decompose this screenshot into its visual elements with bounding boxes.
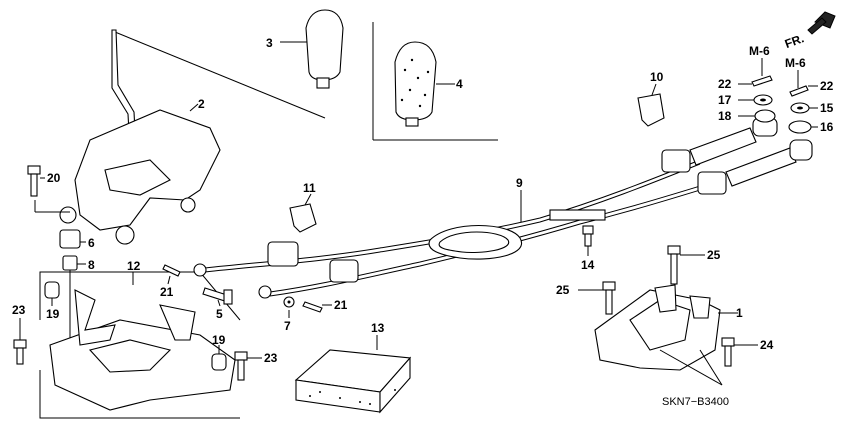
callout-24: 24 bbox=[760, 338, 774, 352]
cable-clip-11 bbox=[289, 203, 317, 233]
grommet-19b bbox=[211, 353, 227, 371]
callout-25b: 25 bbox=[556, 283, 570, 297]
bolt-20 bbox=[27, 165, 41, 197]
pin-5 bbox=[202, 287, 233, 305]
bolt-14 bbox=[582, 225, 594, 247]
callout-19b: 19 bbox=[212, 333, 226, 347]
cotter-pin-21b bbox=[302, 301, 323, 313]
callout-17: 17 bbox=[718, 93, 732, 107]
bushing-6 bbox=[59, 229, 81, 249]
cable-clip-10 bbox=[637, 93, 665, 127]
callout-m6a: M-6 bbox=[749, 44, 770, 58]
shift-knob bbox=[305, 9, 344, 89]
bolt-25a bbox=[667, 245, 681, 285]
shift-lever-assembly bbox=[59, 29, 221, 245]
callout-6: 6 bbox=[88, 236, 95, 250]
callout-7: 7 bbox=[284, 319, 291, 333]
callout-1: 1 bbox=[736, 306, 743, 320]
front-direction-arrow: FR. bbox=[783, 11, 836, 51]
diagram-code: SKN7−B3400 bbox=[662, 396, 729, 408]
washer-15 bbox=[790, 102, 810, 114]
bushing-18 bbox=[754, 109, 776, 123]
callout-12: 12 bbox=[127, 259, 141, 273]
callout-10: 10 bbox=[650, 70, 664, 84]
cotter-pin-21a bbox=[162, 264, 181, 277]
callout-19a: 19 bbox=[46, 307, 60, 321]
callout-4: 4 bbox=[456, 77, 463, 91]
knob-inset-frame bbox=[372, 22, 498, 141]
callout-13: 13 bbox=[371, 321, 385, 335]
callout-22b: 22 bbox=[820, 79, 834, 93]
callout-25a: 25 bbox=[707, 248, 721, 262]
callout-23b: 23 bbox=[264, 351, 278, 365]
clip-22a bbox=[751, 75, 773, 87]
callout-21b: 21 bbox=[334, 298, 348, 312]
callout-16: 16 bbox=[820, 120, 834, 134]
callout-3: 3 bbox=[266, 36, 273, 50]
bolt-23b bbox=[234, 351, 248, 381]
callout-15: 15 bbox=[820, 101, 834, 115]
callout-22a: 22 bbox=[718, 77, 732, 91]
callout-m6b: M-6 bbox=[785, 56, 806, 70]
bolt-23a bbox=[13, 339, 27, 365]
bolt-24 bbox=[721, 337, 735, 367]
callout-2: 2 bbox=[198, 97, 205, 111]
mounting-bracket bbox=[49, 289, 236, 411]
washer-17 bbox=[753, 94, 773, 106]
bolt-25b bbox=[602, 281, 616, 315]
cable-base-bracket bbox=[594, 284, 721, 371]
collar-8 bbox=[62, 255, 78, 271]
callout-9: 9 bbox=[516, 176, 523, 190]
bushing-16 bbox=[788, 120, 812, 134]
callout-8: 8 bbox=[88, 258, 95, 272]
front-direction-label: FR. bbox=[783, 31, 806, 51]
shift-cables bbox=[193, 117, 813, 299]
washer-7 bbox=[283, 296, 295, 308]
callout-5: 5 bbox=[216, 307, 223, 321]
callout-21a: 21 bbox=[160, 285, 174, 299]
callout-11: 11 bbox=[303, 181, 316, 195]
shift-knob-textured bbox=[394, 41, 437, 127]
grommet-19a bbox=[44, 281, 60, 299]
foam-pad bbox=[294, 349, 412, 414]
callout-18: 18 bbox=[718, 109, 732, 123]
callout-20: 20 bbox=[47, 171, 61, 185]
clip-22b bbox=[789, 85, 809, 97]
callout-23a: 23 bbox=[12, 303, 26, 317]
callout-14: 14 bbox=[581, 258, 595, 272]
